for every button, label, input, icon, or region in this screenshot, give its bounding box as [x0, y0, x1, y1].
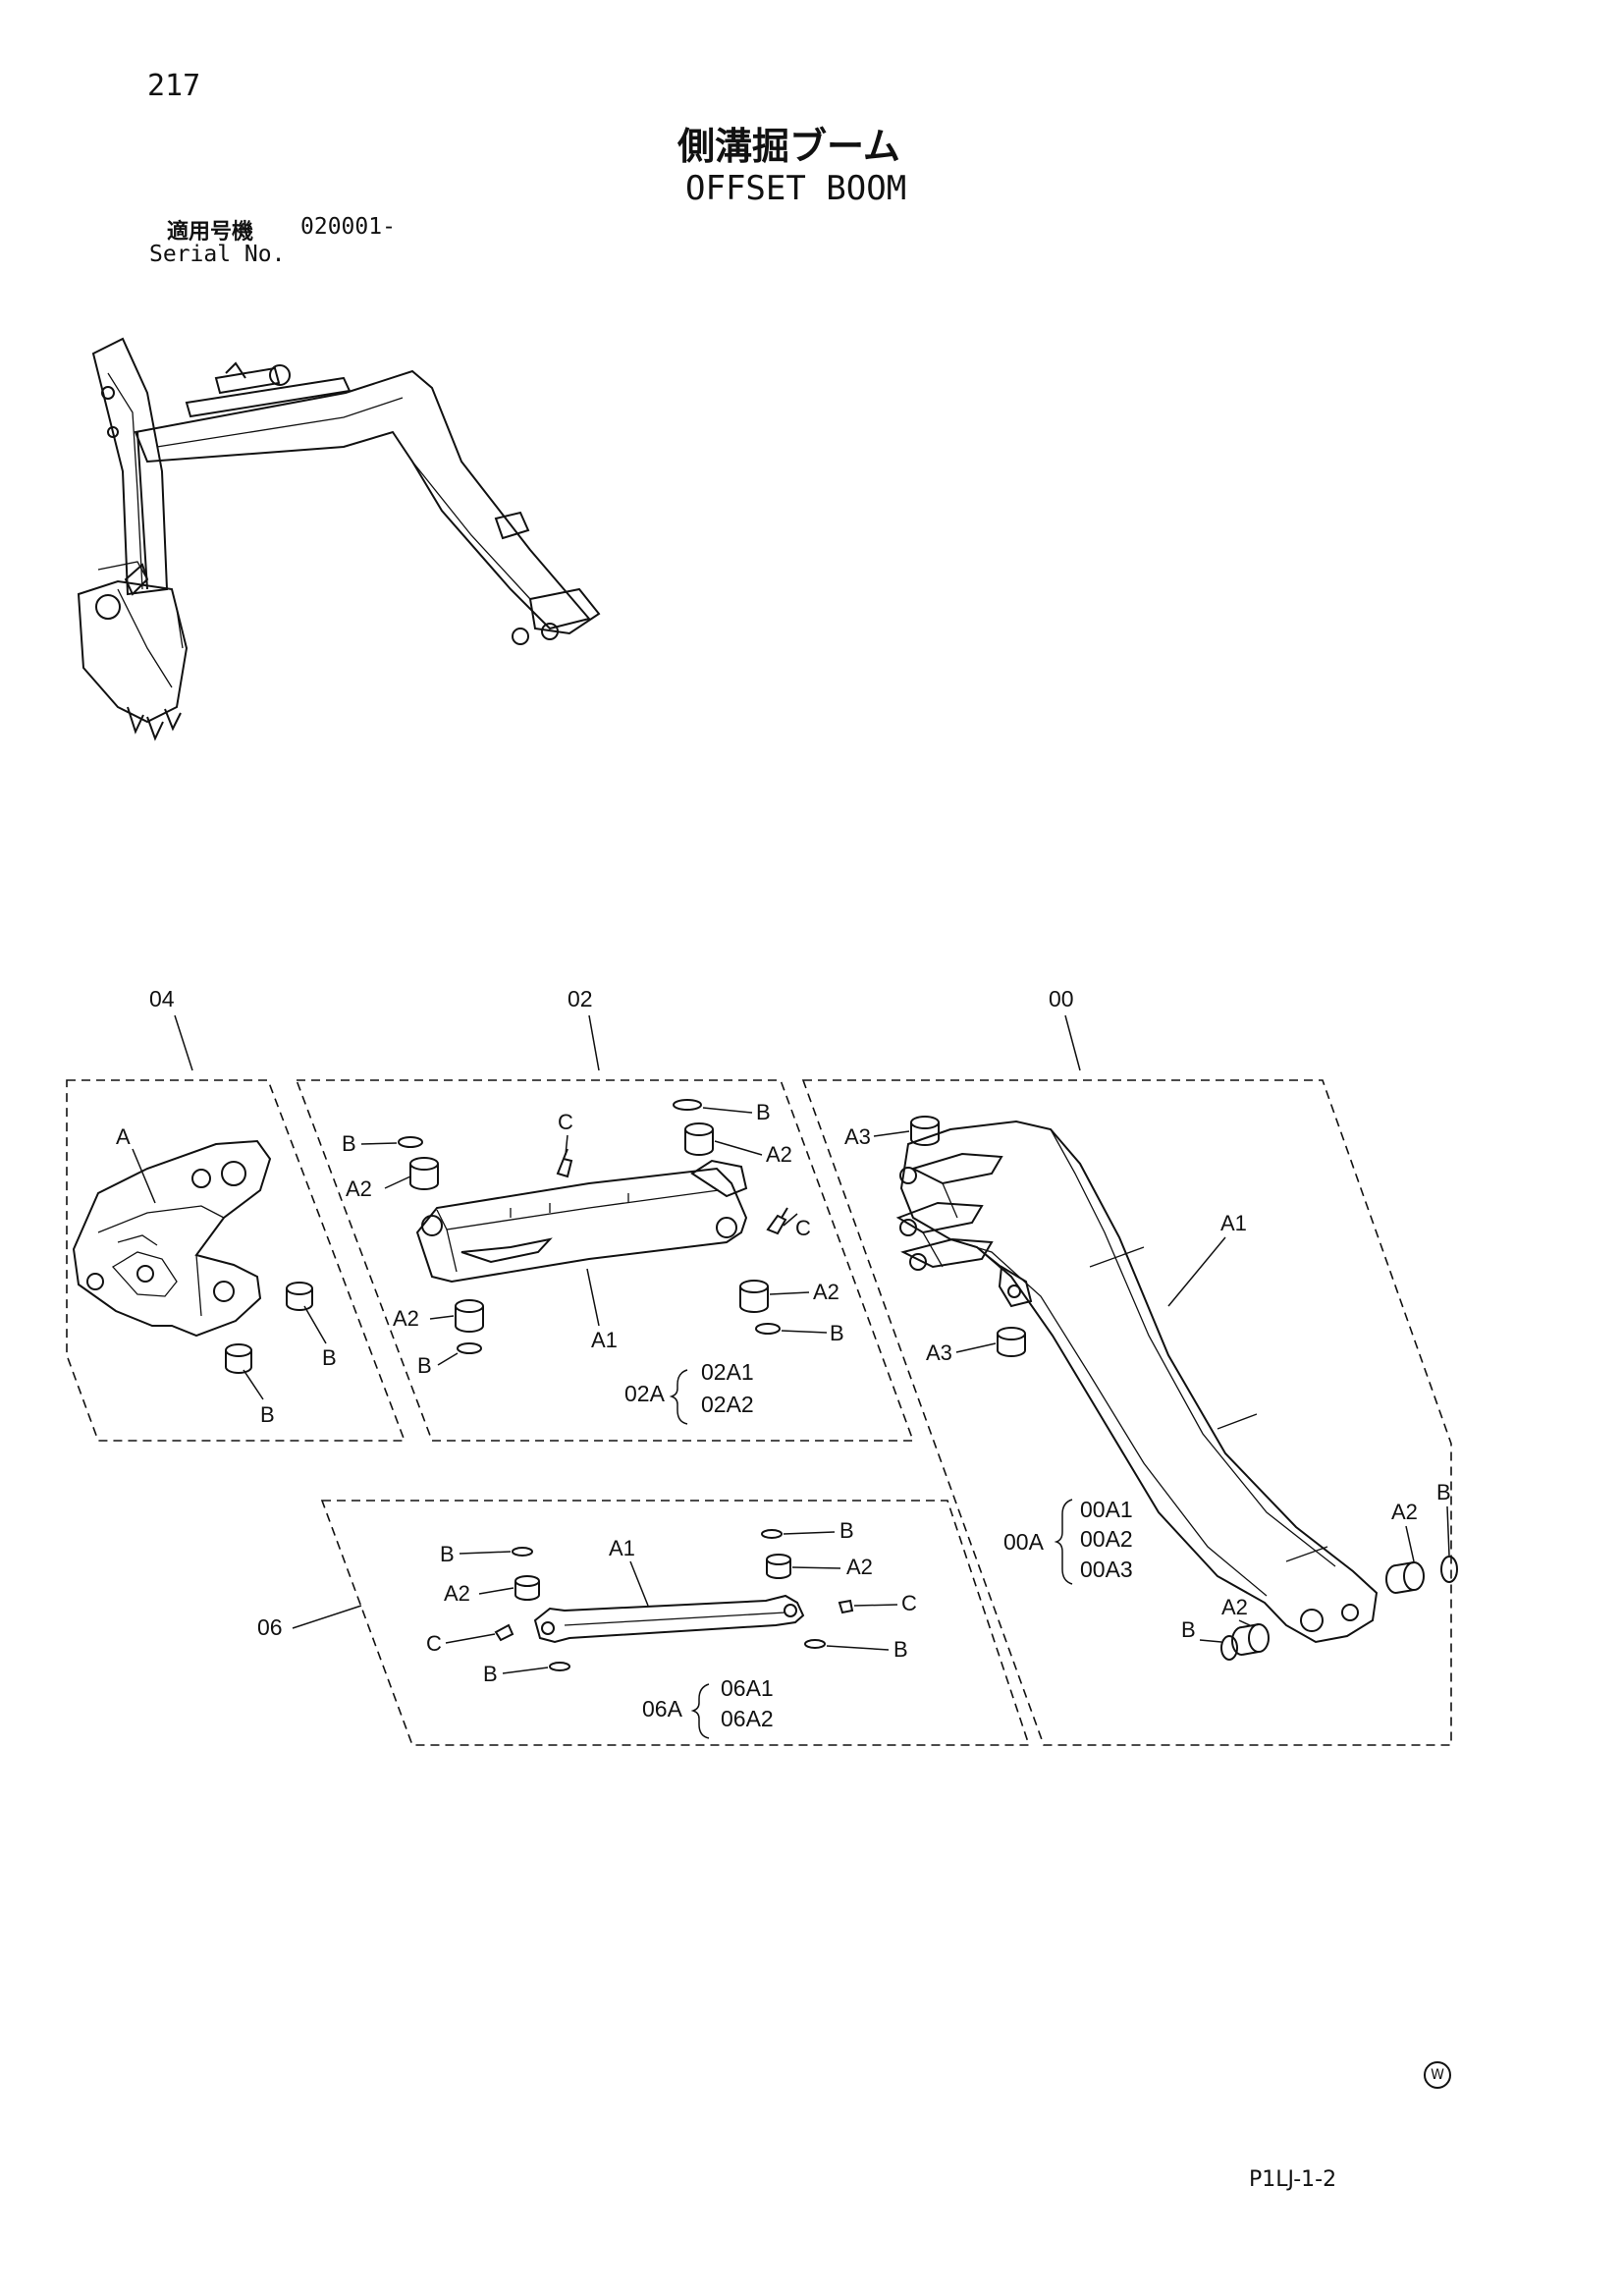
assembly-00a-code: 00A — [1003, 1529, 1045, 1555]
group-02-boundary — [295, 1079, 915, 1442]
group-06-number: 06 — [257, 1614, 283, 1640]
label-00-b-left: B — [1181, 1617, 1196, 1642]
label-02-b-right: B — [830, 1321, 844, 1345]
group-02-seal-lower — [457, 1342, 482, 1354]
assembly-06a-item-1: 06A1 — [721, 1675, 774, 1701]
label-00-a2-right: A2 — [1391, 1500, 1418, 1524]
group-00-bushing-a2-right — [1385, 1561, 1425, 1594]
label-06-b-tr: B — [839, 1518, 854, 1543]
assembly-02a-code: 02A — [624, 1381, 666, 1406]
assembly-00a-item-3: 00A3 — [1080, 1557, 1133, 1582]
group-04-bushing-2 — [225, 1343, 252, 1374]
label-02-b-top: B — [756, 1100, 771, 1124]
label-00-a3-top: A3 — [844, 1124, 871, 1149]
group-02-seal-left — [398, 1136, 423, 1148]
label-00-b-right: B — [1436, 1480, 1451, 1504]
label-02-a2-top: A2 — [766, 1142, 792, 1167]
group-04-bushing-1 — [286, 1282, 313, 1311]
assembly-02a-item-1: 02A1 — [701, 1359, 754, 1385]
group-00-bushing-a3-mid — [997, 1327, 1026, 1357]
label-00-a1: A1 — [1220, 1211, 1247, 1235]
serial-value: 020001- — [300, 214, 396, 240]
group-06-boundary — [320, 1500, 1031, 1746]
assembly-02a-item-2: 02A2 — [701, 1392, 754, 1417]
label-06-a1: A1 — [609, 1536, 635, 1560]
label-06-b-tl: B — [440, 1542, 455, 1566]
group-06-seal-tr — [761, 1529, 783, 1539]
assembly-00a-item-1: 00A1 — [1080, 1497, 1133, 1522]
label-04-b2: B — [260, 1402, 275, 1427]
group-06-seal-bl — [549, 1662, 570, 1671]
group-04: 04 A — [66, 986, 406, 1442]
group-06-bushing-right — [766, 1554, 791, 1579]
group-02-bushing-top — [684, 1122, 714, 1156]
label-00-a2-left: A2 — [1221, 1595, 1248, 1619]
group-06-seal-br — [804, 1639, 826, 1649]
label-02-a2-right: A2 — [813, 1280, 839, 1304]
group-06-bushing-left — [514, 1575, 540, 1601]
group-04-number: 04 — [149, 986, 175, 1011]
group-04-boundary — [66, 1079, 406, 1442]
label-06-a2-right: A2 — [846, 1555, 873, 1579]
group-02: 02 — [295, 986, 915, 1442]
label-04-b1: B — [322, 1345, 337, 1370]
group-02-arm-body — [415, 1167, 748, 1284]
group-00-number: 00 — [1049, 986, 1074, 1011]
label-02-a1: A1 — [591, 1328, 618, 1352]
excavator-overview-illustration — [77, 337, 601, 741]
group-02-seal-top — [673, 1099, 702, 1111]
label-02-b-lower: B — [417, 1353, 432, 1378]
title-english: OFFSET BOOM — [685, 169, 907, 208]
group-00: 00 — [801, 986, 1458, 1746]
title-japanese: 側溝掘ブーム — [677, 125, 900, 168]
group-06-seal-tl — [512, 1547, 533, 1557]
document-code: P1LJ-1-2 — [1249, 2167, 1337, 2192]
circled-w-mark: W — [1424, 2061, 1451, 2089]
group-06-link-rod — [533, 1594, 805, 1644]
group-00-boom-body — [899, 1120, 1379, 1644]
label-06-b-br: B — [893, 1637, 908, 1662]
group-06-grease-fitting-right — [838, 1599, 854, 1614]
label-02-c-right: C — [795, 1216, 811, 1240]
assembly-06a-item-2: 06A2 — [721, 1706, 774, 1731]
serial-label-english: Serial No. — [149, 242, 286, 267]
group-00-seal-left — [1220, 1635, 1238, 1661]
group-04-bracket-part — [72, 1139, 272, 1338]
label-06-c-left: C — [426, 1631, 442, 1656]
page-number: 217 — [147, 69, 201, 103]
group-02-number: 02 — [568, 986, 593, 1011]
group-02-seal-right — [755, 1323, 781, 1335]
group-00-boundary — [801, 1079, 1452, 1746]
label-02-a2-lower: A2 — [393, 1306, 419, 1331]
group-02-bushing-right — [739, 1280, 769, 1313]
assembly-06a-code: 06A — [642, 1696, 683, 1722]
assembly-00a-item-2: 00A2 — [1080, 1526, 1133, 1552]
label-02-a2-left: A2 — [346, 1176, 372, 1201]
serial-label-japanese: 適用号機 — [167, 220, 254, 245]
group-06: 06 — [257, 1500, 1031, 1746]
group-06-grease-fitting-left — [494, 1623, 514, 1642]
group-02-bushing-lower — [455, 1299, 484, 1333]
label-04-a: A — [116, 1124, 131, 1149]
label-06-c-right: C — [901, 1591, 917, 1615]
label-02-c-top: C — [558, 1110, 573, 1134]
group-02-bushing-left — [409, 1157, 439, 1190]
group-02-grease-fitting-right — [766, 1207, 788, 1235]
group-00-bushing-a3-top — [910, 1116, 940, 1146]
group-02-grease-fitting-top — [556, 1148, 573, 1178]
label-02-b-left: B — [342, 1131, 356, 1156]
label-06-b-bl: B — [483, 1662, 498, 1686]
label-06-a2-left: A2 — [444, 1581, 470, 1606]
label-00-a3-mid: A3 — [926, 1340, 952, 1365]
group-00-seal-right — [1440, 1556, 1458, 1583]
